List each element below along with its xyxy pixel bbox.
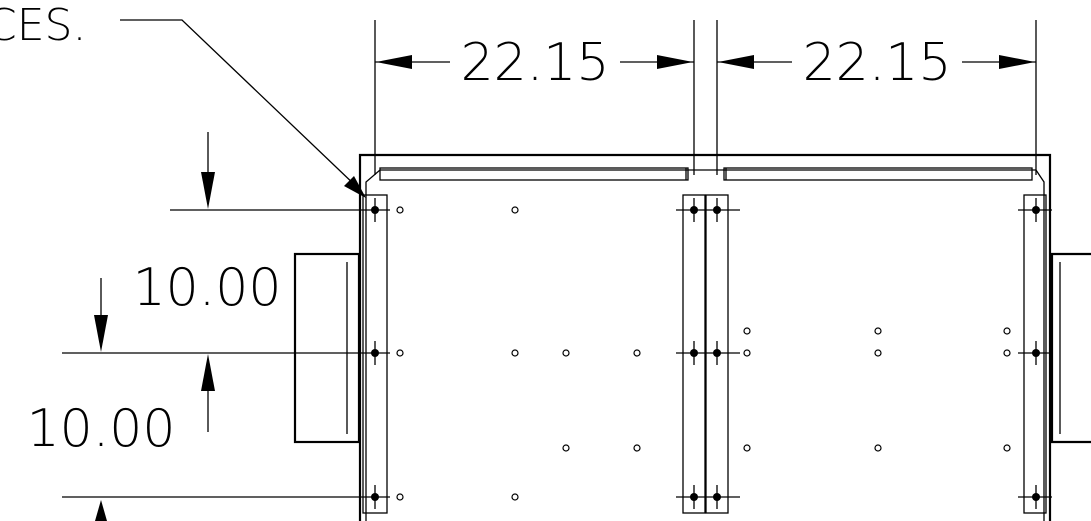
hole bbox=[562, 444, 570, 452]
bolt-mark bbox=[1018, 198, 1052, 222]
bolt-mark bbox=[1018, 485, 1052, 509]
dimension-horizontal-right: 22.15 bbox=[717, 33, 1036, 93]
dimension-extension-lines bbox=[374, 20, 1037, 175]
hole bbox=[743, 444, 751, 452]
hole-pattern bbox=[396, 206, 1011, 501]
post-center-right bbox=[705, 194, 729, 514]
hole bbox=[511, 349, 519, 357]
hole bbox=[633, 444, 641, 452]
dimension-label-lower: 10.00 bbox=[27, 399, 176, 459]
bolt-mark bbox=[676, 341, 740, 365]
dimension-label-upper: 10.00 bbox=[133, 258, 282, 318]
dimension-horizontal-left: 22.15 bbox=[375, 33, 694, 93]
bolt-mark bbox=[360, 341, 390, 365]
hole bbox=[1003, 327, 1011, 335]
bolt-marks bbox=[360, 198, 1052, 509]
bolt-mark bbox=[676, 198, 740, 222]
post-right bbox=[1023, 194, 1047, 514]
hole bbox=[743, 349, 751, 357]
bolt-mark bbox=[1018, 341, 1052, 365]
dimension-vertical-extension-lines bbox=[62, 209, 360, 498]
hole bbox=[633, 349, 641, 357]
bolt-mark bbox=[360, 198, 390, 222]
side-box-left bbox=[293, 252, 361, 444]
hole bbox=[396, 493, 404, 501]
dimension-label-left: 22.15 bbox=[461, 33, 610, 93]
hole bbox=[511, 493, 519, 501]
post-left bbox=[362, 194, 388, 514]
leader-line bbox=[120, 19, 366, 198]
leader-note-text: CES. bbox=[0, 0, 86, 51]
side-box-right bbox=[1050, 252, 1091, 444]
hole bbox=[562, 349, 570, 357]
hole bbox=[1003, 444, 1011, 452]
hole bbox=[511, 206, 519, 214]
bolt-mark bbox=[360, 485, 390, 509]
hole bbox=[1003, 349, 1011, 357]
hole bbox=[874, 349, 882, 357]
hole bbox=[874, 327, 882, 335]
post-center-left bbox=[682, 194, 706, 514]
dimension-vertical-lower: 10.00 bbox=[27, 354, 215, 521]
hole bbox=[743, 327, 751, 335]
dimension-label-right: 22.15 bbox=[803, 33, 952, 93]
hole bbox=[396, 206, 404, 214]
bolt-mark bbox=[676, 485, 740, 509]
hole bbox=[874, 444, 882, 452]
dimension-vertical-upper: 10.00 bbox=[94, 132, 281, 352]
hole bbox=[396, 349, 404, 357]
